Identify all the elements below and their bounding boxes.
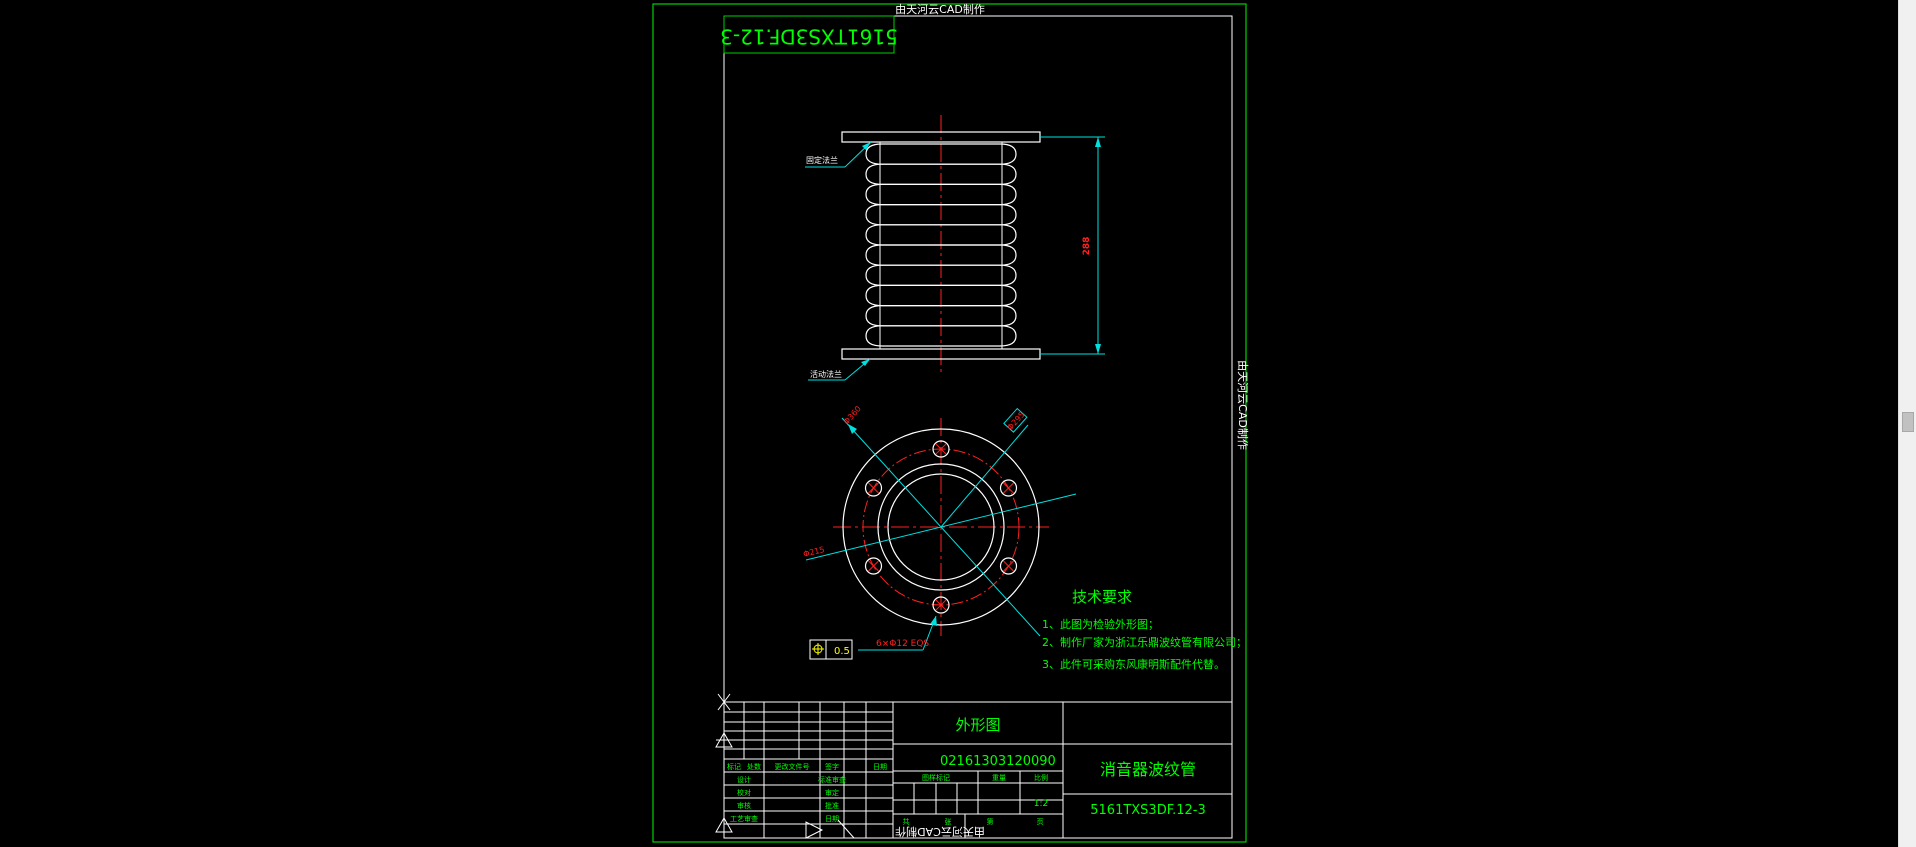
length-dimension: 288: [1082, 237, 1092, 256]
bolt-hole-center-mark: [935, 599, 947, 611]
flange-outer-circle: [842, 428, 1040, 626]
mirrored-number-box: [723, 15, 895, 54]
bolt-hole: [864, 557, 883, 575]
watermark-right: 由天河云CAD制作: [1236, 360, 1250, 450]
role-approve-check: 审定: [825, 788, 839, 797]
left-role-rows: 设计 校对 审核 工艺审查 标准审查 审定 批准 日期: [730, 775, 846, 823]
tolerance-value: 0.5: [834, 646, 850, 657]
vertical-scrollbar[interactable]: [1898, 0, 1916, 847]
bolt-hole: [932, 596, 950, 614]
scrollbar-thumb[interactable]: [1902, 412, 1914, 432]
header-mark: 标记: [727, 762, 741, 771]
tech-requirement-2: 2、制作厂家为浙江乐鼎波纹管有限公司；: [1042, 635, 1247, 649]
header-change-doc: 更改文件号: [775, 762, 810, 771]
upper-flange-label: 固定法兰: [806, 155, 838, 165]
hole-spec-label: 6×Φ12 EQS: [876, 639, 929, 649]
inner-frame: [723, 15, 1233, 839]
diameter-inner-label: Φ215: [802, 545, 825, 559]
tech-requirement-3: 3、此件可采购东风康明斯配件代替。: [1042, 657, 1225, 671]
bolt-hole-center-mark: [1003, 482, 1014, 494]
header-row: 标记 处数 更改文件号 签字 日期: [727, 762, 887, 771]
stage-label: 图样标记: [922, 773, 950, 782]
total-label: 共: [903, 817, 910, 826]
sheet-word: 张: [945, 817, 952, 826]
bolt-hole-center-mark: [868, 560, 879, 572]
role-date: 日期: [825, 815, 839, 823]
page-label: 第: [987, 817, 994, 826]
tech-requirements-title: 技术要求: [1072, 588, 1132, 606]
page-word: 页: [1037, 818, 1044, 826]
convolution: [865, 325, 1017, 347]
weight-label: 重量: [992, 774, 1006, 782]
title-drawing-number: 5161TXS3DF.12-3: [1090, 803, 1206, 818]
lower-flange-label: 活动法兰: [810, 369, 842, 379]
header-date: 日期: [873, 763, 887, 771]
mirrored-drawing-number: 5161TXS3DF.12-3: [720, 25, 898, 49]
role-check: 校对: [737, 788, 751, 797]
bolt-hole: [999, 557, 1018, 575]
header-sign: 签字: [825, 762, 839, 771]
bellows-side-view: 288 固定法兰 活动法兰: [805, 115, 1105, 381]
outer-border: [652, 3, 1247, 843]
bolt-hole: [864, 479, 883, 497]
stage-row: 图样标记 重量 比例 1:2 共 张 第 页: [903, 773, 1049, 826]
role-approve: 批准: [825, 801, 839, 810]
projection-symbols: [715, 693, 855, 839]
title-block: [724, 701, 1232, 838]
header-count: 处数: [747, 762, 761, 771]
bolt-holes: [864, 440, 1018, 614]
watermark-bottom: 由天河云CAD制作: [895, 825, 985, 839]
role-design: 设计: [737, 775, 751, 784]
role-process: 工艺审查: [730, 814, 758, 823]
flange-end-view: Φ360 Φ295 Φ215 6×Φ12 EQS 0.5: [802, 404, 1077, 660]
bolt-hole-center-mark: [1003, 560, 1014, 572]
bolt-hole-center-mark: [868, 482, 879, 494]
scale-label: 比例: [1034, 773, 1048, 782]
role-review: 审核: [737, 801, 751, 810]
diameter-outer-label: Φ360: [842, 404, 863, 426]
watermark-top: 由天河云CAD制作: [895, 2, 985, 16]
view-name: 外形图: [955, 716, 1000, 734]
bolt-hole: [999, 479, 1018, 497]
part-code: 02161303120090: [940, 754, 1056, 769]
part-name: 消音器波纹管: [1100, 760, 1196, 779]
flange-bore: [887, 473, 995, 581]
scale-value: 1:2: [1034, 799, 1048, 809]
bellows-convolutions: [865, 142, 1017, 349]
role-std-review: 标准审查: [818, 775, 846, 784]
bolt-hole-center-mark: [935, 443, 947, 455]
bolt-hole: [932, 440, 950, 458]
tech-requirement-1: 1、此图为检验外形图；: [1042, 617, 1159, 631]
